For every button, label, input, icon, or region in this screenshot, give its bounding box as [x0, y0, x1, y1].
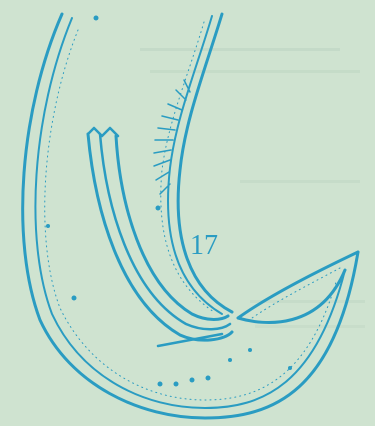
rod-top-cap: [88, 128, 118, 136]
ghost-line: [240, 180, 360, 183]
cilium: [168, 104, 182, 110]
dot: [228, 358, 232, 362]
bleed-through-marks: [140, 48, 365, 328]
dot: [72, 296, 77, 301]
inner-wall-outer-line: [178, 14, 232, 312]
dot: [174, 382, 179, 387]
cilium: [176, 90, 186, 100]
dot: [248, 348, 252, 352]
dot: [46, 224, 50, 228]
dot: [158, 382, 163, 387]
cilium: [156, 172, 169, 180]
inner-wall: [154, 14, 232, 314]
dot: [190, 378, 195, 383]
figure-number-label: 17: [190, 230, 218, 261]
rod-inner-line: [116, 136, 228, 320]
cilium: [154, 150, 171, 153]
cilium: [158, 128, 175, 130]
dot: [156, 206, 161, 211]
hooked-tip-stipple: [252, 268, 340, 318]
outer-wall-inner-line: [35, 18, 345, 408]
cilium: [154, 160, 170, 166]
dot: [206, 376, 211, 381]
ghost-line: [255, 325, 365, 328]
cilium: [162, 116, 178, 120]
ghost-line: [150, 70, 360, 73]
outer-wall: [23, 14, 358, 418]
dot: [288, 366, 292, 370]
dot: [94, 16, 99, 21]
ghost-line: [140, 48, 340, 51]
